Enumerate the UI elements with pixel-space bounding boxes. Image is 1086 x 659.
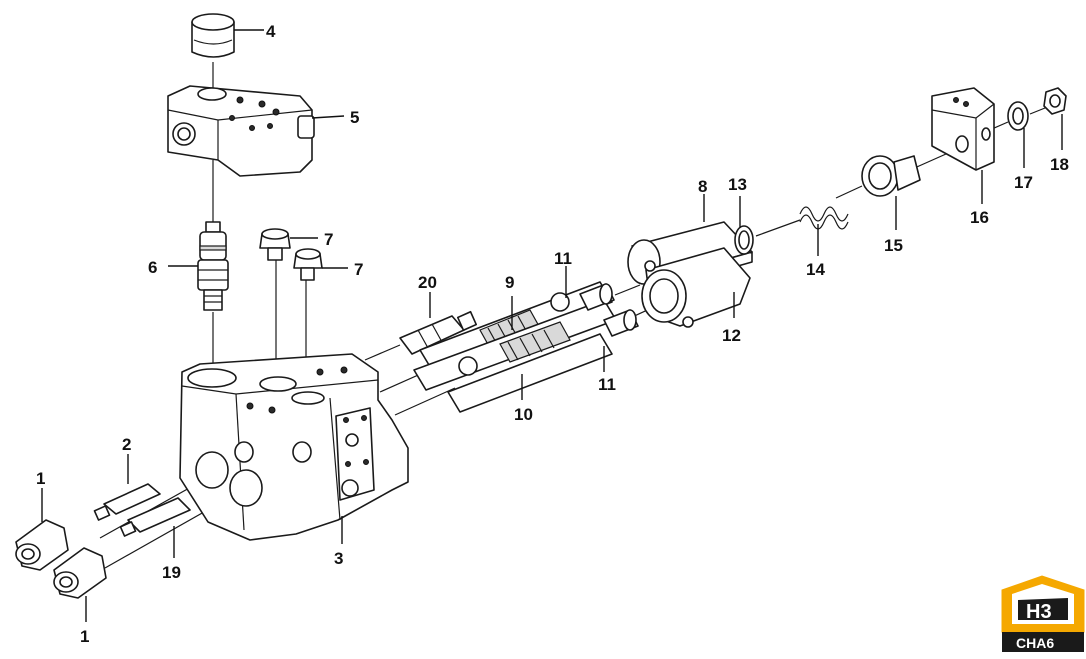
end-cap-part-1b — [53, 547, 107, 599]
o-ring-part-13 — [734, 225, 754, 255]
plug-part-7b — [293, 248, 323, 281]
label-10: 10 — [514, 405, 533, 424]
label-17: 17 — [1014, 173, 1033, 192]
label-18: 18 — [1050, 155, 1069, 174]
nut-part-18 — [1043, 87, 1067, 115]
relief-block-part-5 — [167, 85, 315, 177]
part-labels: 4 5 6 7 7 20 9 11 11 10 8 13 12 14 15 16… — [36, 22, 1069, 646]
logo-bottom-text: CHA6 — [1016, 635, 1054, 651]
label-7a: 7 — [324, 230, 333, 249]
label-11b: 11 — [598, 375, 616, 394]
end-cap-part-1a — [15, 519, 69, 571]
label-14: 14 — [806, 260, 825, 279]
logo-top-text: H3 — [1026, 601, 1052, 623]
spring-part-14 — [799, 206, 849, 230]
brand-logo: H3 CHA6 — [1001, 575, 1085, 652]
label-15: 15 — [884, 236, 903, 255]
end-block-part-16 — [931, 87, 995, 171]
label-19: 19 — [162, 563, 181, 582]
cap-part-4 — [191, 13, 235, 58]
piston-part-19 — [119, 497, 191, 537]
label-11a: 11 — [554, 249, 572, 268]
label-1a: 1 — [36, 469, 45, 488]
housing-part-12 — [641, 247, 751, 328]
label-2: 2 — [122, 435, 131, 454]
spool-end-part-11b — [603, 309, 639, 337]
label-13: 13 — [728, 175, 747, 194]
label-7b: 7 — [354, 260, 363, 279]
label-8: 8 — [698, 177, 707, 196]
spool-end-part-11a — [579, 283, 615, 311]
spool-part-10 — [413, 299, 617, 391]
label-12: 12 — [722, 326, 741, 345]
label-16: 16 — [970, 208, 989, 227]
label-4: 4 — [266, 22, 276, 41]
label-6: 6 — [148, 258, 157, 277]
sensor-part-20 — [399, 310, 478, 355]
spool-part-10b — [447, 333, 613, 413]
relief-valve-part-6 — [197, 221, 229, 311]
label-9: 9 — [505, 273, 514, 292]
washer-part-17 — [1007, 101, 1029, 131]
leader-lines — [41, 29, 1063, 622]
label-1b: 1 — [80, 627, 89, 646]
label-5: 5 — [350, 108, 359, 127]
adapter-part-15 — [861, 155, 921, 197]
valve-body-part-3 — [179, 353, 409, 541]
label-20: 20 — [418, 273, 437, 292]
piston-part-2 — [93, 483, 161, 521]
plug-part-7a — [259, 228, 291, 261]
label-3: 3 — [334, 549, 343, 568]
